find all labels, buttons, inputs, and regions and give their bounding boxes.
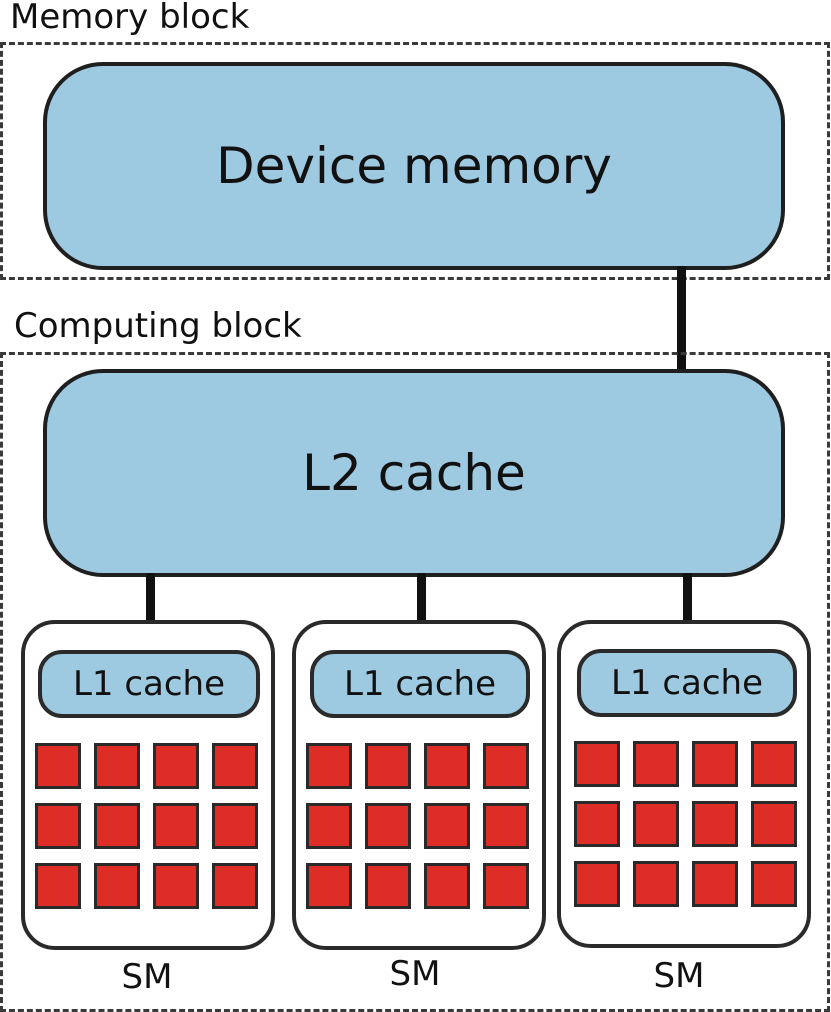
sm-core	[365, 743, 411, 789]
sm-core	[483, 743, 529, 789]
sm-core	[153, 743, 199, 789]
sm-label-2: SM	[389, 954, 441, 994]
l1-cache-label-1: L1 cache	[72, 664, 226, 704]
sm-core	[35, 743, 81, 789]
sm-core	[751, 741, 797, 787]
l1-cache-box-1: L1 cache	[38, 650, 260, 718]
l1-cache-box-2: L1 cache	[310, 650, 530, 718]
sm-core	[424, 863, 470, 909]
core-grid-2	[306, 743, 529, 909]
sm-core	[692, 801, 738, 847]
sm-label-1: SM	[121, 957, 173, 997]
sm-core	[94, 803, 140, 849]
sm-core	[483, 803, 529, 849]
sm-core	[94, 743, 140, 789]
sm-core	[633, 801, 679, 847]
sm-core	[306, 803, 352, 849]
l2-cache-box: L2 cache	[43, 369, 785, 577]
device-memory-label: Device memory	[216, 137, 612, 195]
sm-core	[751, 801, 797, 847]
sm-core	[306, 863, 352, 909]
sm-core	[212, 863, 258, 909]
l2-sm1-connector	[146, 573, 155, 625]
memory-block-label: Memory block	[10, 0, 250, 37]
sm-core	[212, 803, 258, 849]
device-memory-box: Device memory	[43, 62, 785, 270]
sm-core	[751, 861, 797, 907]
sm-core	[692, 741, 738, 787]
sm-core	[35, 863, 81, 909]
sm-core	[424, 803, 470, 849]
sm-core	[574, 861, 620, 907]
core-grid-1	[35, 743, 258, 909]
sm-core	[574, 801, 620, 847]
memory-block-container	[0, 42, 830, 280]
sm-core	[153, 803, 199, 849]
sm-core	[692, 861, 738, 907]
sm-core	[365, 803, 411, 849]
l2-sm3-connector	[683, 573, 692, 625]
l1-cache-box-3: L1 cache	[577, 649, 797, 717]
sm-core	[574, 741, 620, 787]
sm-core	[633, 741, 679, 787]
sm-core	[306, 743, 352, 789]
sm-core	[424, 743, 470, 789]
sm-core	[483, 863, 529, 909]
memory-l2-connector	[677, 266, 686, 374]
sm-label-3: SM	[653, 956, 705, 996]
sm-core	[212, 743, 258, 789]
computing-block-container	[0, 352, 830, 1012]
computing-block-label: Computing block	[14, 306, 302, 346]
l1-cache-label-2: L1 cache	[343, 664, 497, 704]
sm-core	[94, 863, 140, 909]
l2-sm2-connector	[417, 573, 426, 625]
l2-cache-label: L2 cache	[302, 444, 526, 502]
sm-core	[365, 863, 411, 909]
core-grid-3	[574, 741, 797, 907]
sm-core	[153, 863, 199, 909]
l1-cache-label-3: L1 cache	[610, 663, 764, 703]
sm-core	[35, 803, 81, 849]
sm-core	[633, 861, 679, 907]
